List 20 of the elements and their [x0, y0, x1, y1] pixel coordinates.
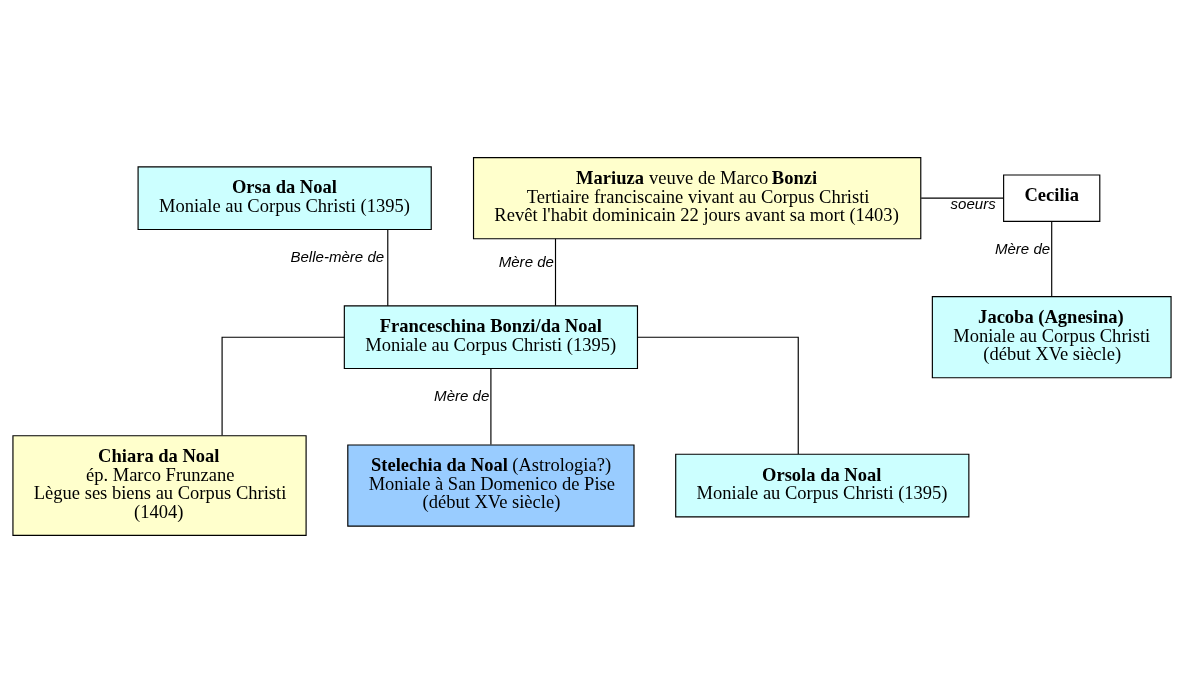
- node-box: Cecilia: [1003, 174, 1101, 222]
- connector: [387, 229, 389, 307]
- edge-label: soeurs: [950, 195, 996, 213]
- edge-label: Belle-mère de: [290, 248, 385, 266]
- node-box: Franceschina Bonzi/da Noal Moniale au Corpus Christi (1395): [343, 305, 639, 370]
- connector: [1051, 220, 1053, 297]
- edge-label: Mère de: [994, 239, 1051, 257]
- node-box: Mariuza veuve de Marco Bonzi Tertiaire franciscaine vivant au Corpus Christi Revêt l'habit dominicain 22 jours avant sa mort (1403): [472, 157, 922, 240]
- connector: [920, 197, 1005, 199]
- edge-label: Mère de: [498, 252, 554, 270]
- connector: [490, 368, 492, 446]
- edge-label: Mère de: [434, 387, 490, 405]
- node-box: Orsola da Noal Moniale au Corpus Christi (1395): [675, 453, 970, 518]
- node-box: Stelechia da Noal (Astrologia?) Moniale à San Domenico de Pise (début XVe siècle): [347, 444, 635, 527]
- connector: [221, 336, 345, 436]
- node-box: Chiara da Noal ép. Marco Frunzane Lègue ses biens au Corpus Christi (1404): [12, 435, 307, 536]
- connector: [637, 336, 799, 455]
- node-box: Jacoba (Agnesina) Moniale au Corpus Christi (début XVe siècle): [931, 296, 1172, 379]
- connector: [554, 238, 557, 307]
- node-box: Orsa da Noal Moniale au Corpus Christi (1395): [137, 166, 432, 231]
